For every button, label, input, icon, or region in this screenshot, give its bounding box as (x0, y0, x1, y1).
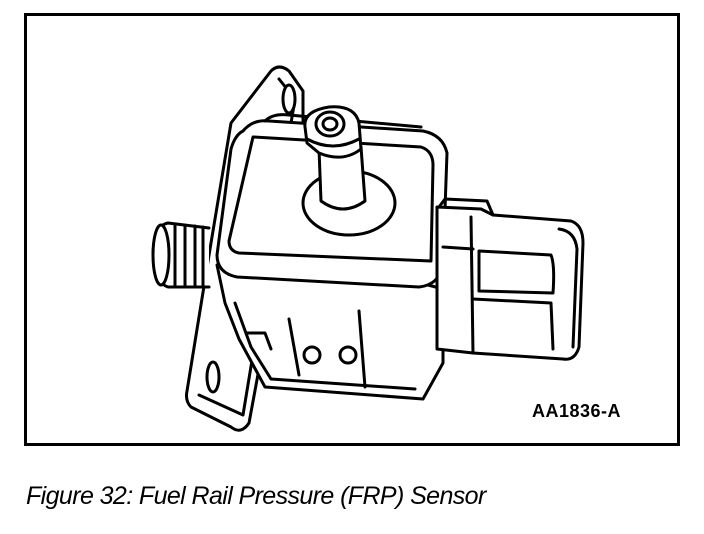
electrical-connector (435, 197, 585, 361)
figure-caption: Figure 32: Fuel Rail Pressure (FRP) Sens… (26, 482, 486, 510)
figure-reference-code: AA1836-A (532, 401, 622, 421)
threaded-fitting (151, 221, 211, 289)
sensor-housing (215, 113, 449, 401)
figure-frame: AA1836-A (24, 13, 680, 446)
pressure-port (301, 105, 397, 237)
frp-sensor-illustration (151, 65, 585, 432)
